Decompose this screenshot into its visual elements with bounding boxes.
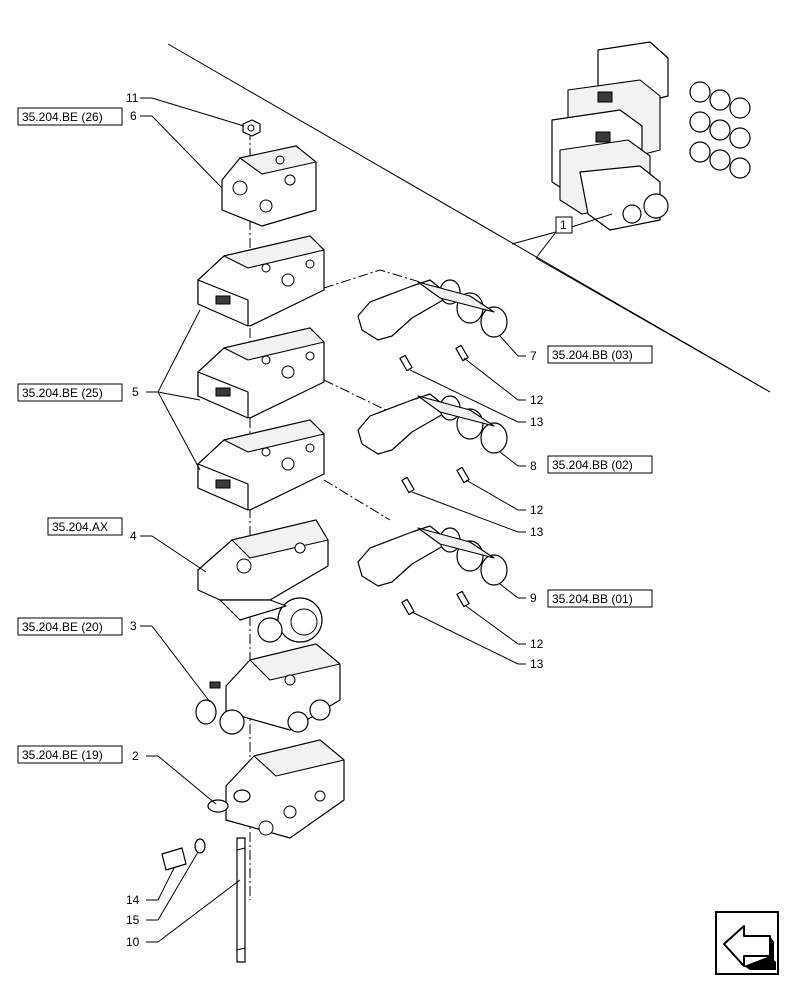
ref-box-bb02[interactable]: 35.204.BB (02) — [547, 455, 653, 474]
callout-15: 15 — [126, 913, 140, 927]
ref-box-bb03[interactable]: 35.204.BB (03) — [547, 345, 653, 364]
callout-8: 8 — [530, 459, 537, 473]
svg-text:35.204.BE (20): 35.204.BE (20) — [22, 620, 103, 634]
callout-11: 11 — [126, 91, 139, 105]
part-2-end-plate — [207, 739, 345, 839]
callout-12-b: 12 — [530, 503, 544, 517]
ref-box-bb01[interactable]: 35.204.BB (01) — [547, 589, 653, 608]
part-6-end-cover — [221, 145, 317, 227]
callout-12-c: 12 — [530, 637, 544, 651]
part-3-module — [195, 643, 341, 735]
svg-text:35.204.BB (03): 35.204.BB (03) — [552, 348, 633, 362]
callout-4: 4 — [130, 529, 137, 543]
assembly-frame-link — [511, 231, 557, 245]
ref-box-be26[interactable]: 35.204.BE (26) — [17, 107, 123, 126]
overview-couplers — [622, 81, 751, 224]
ref-box-ax[interactable]: 35.204.AX — [47, 517, 123, 536]
callout-1-box — [555, 216, 573, 234]
callout-14: 14 — [126, 893, 140, 907]
navigation-arrow-icon[interactable] — [715, 911, 779, 975]
svg-text:35.204.AX: 35.204.AX — [52, 520, 108, 534]
callout-13-c: 13 — [530, 657, 544, 671]
ref-box-be20[interactable]: 35.204.BE (20) — [17, 617, 123, 636]
callout-13-a: 13 — [530, 415, 544, 429]
part-11-nut — [242, 119, 261, 137]
part-5-section-valve-middle — [197, 327, 325, 419]
part-7-coupler-set — [357, 279, 508, 341]
part-15-seal — [194, 838, 206, 854]
part-12-screw-set-9 — [401, 590, 470, 616]
svg-text:35.204.BB (02): 35.204.BB (02) — [552, 458, 633, 472]
part-10-tie-rod — [236, 837, 246, 963]
svg-text:35.204.BE (19): 35.204.BE (19) — [22, 748, 103, 762]
callout-5: 5 — [132, 385, 139, 399]
svg-text:35.204.BB (01): 35.204.BB (01) — [552, 592, 633, 606]
svg-text:35.204.BE (25): 35.204.BE (25) — [22, 386, 103, 400]
part-12-screw-set-7 — [399, 344, 469, 372]
part-9-coupler-set — [357, 525, 508, 587]
part-5-section-valve-top — [197, 235, 325, 327]
part-14-plug — [161, 847, 187, 871]
callout-12-a: 12 — [530, 393, 544, 407]
callout-13-b: 13 — [530, 525, 544, 539]
callout-10: 10 — [126, 935, 140, 949]
svg-text:35.204.BE (26): 35.204.BE (26) — [22, 110, 103, 124]
part-8-coupler-set — [357, 393, 508, 455]
callout-3: 3 — [130, 619, 137, 633]
callout-1: 1 — [560, 218, 567, 232]
ref-box-be25[interactable]: 35.204.BE (25) — [17, 383, 123, 402]
ref-box-be19[interactable]: 35.204.BE (19) — [17, 745, 123, 764]
part-12-screw-set-8 — [401, 466, 470, 494]
callout-6: 6 — [130, 109, 137, 123]
assembly-frame-line-lower — [535, 257, 771, 393]
valve-assembly-overview — [551, 41, 751, 233]
part-5-section-valve-bottom — [197, 419, 325, 511]
callout-9: 9 — [530, 591, 537, 605]
part-4-inlet-module — [197, 519, 329, 643]
callout-7: 7 — [530, 349, 537, 363]
callout-2: 2 — [132, 749, 139, 763]
